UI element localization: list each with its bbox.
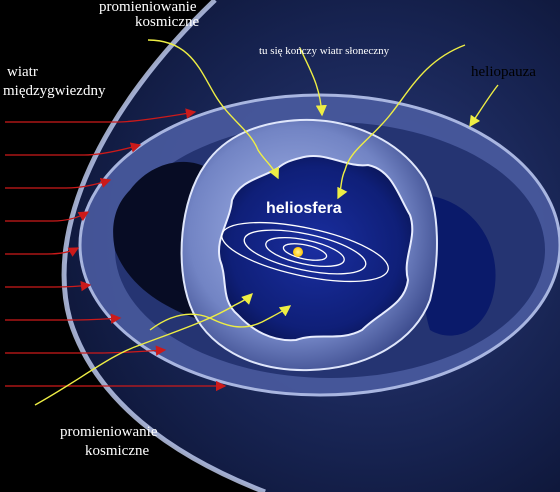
wind-arrow <box>5 142 142 156</box>
wind-arrow <box>5 211 90 222</box>
wind-arrow <box>5 280 92 292</box>
label-cosmic-rays-top-line1: promieniowanie <box>99 0 197 15</box>
label-cosmic-rays-top-line2: kosmiczne <box>135 14 200 30</box>
label-cosmic-rays-top: promieniowanie kosmiczne <box>99 0 199 30</box>
planetary-orbits <box>221 221 389 283</box>
sun <box>293 247 303 257</box>
label-interstellar-wind: wiatr międzygwiezdny <box>3 65 105 99</box>
label-heliosphere: heliosfera <box>266 200 342 217</box>
label-cosmic-rays-bottom: promieniowanie kosmiczne <box>60 425 157 459</box>
label-interstellar-wind-line1: wiatr <box>7 64 38 80</box>
right-cavity <box>421 195 496 336</box>
termination-pointer-right <box>337 44 466 200</box>
bow-shock-rim <box>61 0 266 492</box>
wind-arrow <box>5 313 122 324</box>
cosmic-ray-path-top <box>147 39 279 180</box>
label-cosmic-rays-bottom-line1: promieniowanie <box>60 424 158 440</box>
cosmic-ray-path-bottom-1 <box>34 293 253 406</box>
label-termination-shock: tu się kończy wiatr słoneczny <box>259 45 390 57</box>
orbit-ellipse <box>243 229 367 275</box>
wind-arrow <box>5 247 80 257</box>
orbit-ellipse <box>265 236 345 268</box>
wind-arrow <box>5 108 197 123</box>
cosmic-ray-path-bottom-2 <box>149 305 292 331</box>
heliopause-pointer <box>469 84 499 128</box>
label-interstellar-wind-line2: międzygwiezdny <box>3 83 106 99</box>
label-heliopause: heliopauza <box>471 64 536 80</box>
wind-arrow <box>5 177 112 189</box>
orbit-ellipse <box>282 243 328 261</box>
termination-pointer-left <box>299 47 327 117</box>
orbit-ellipse <box>221 221 389 283</box>
label-cosmic-rays-bottom-line2: kosmiczne <box>85 443 150 459</box>
